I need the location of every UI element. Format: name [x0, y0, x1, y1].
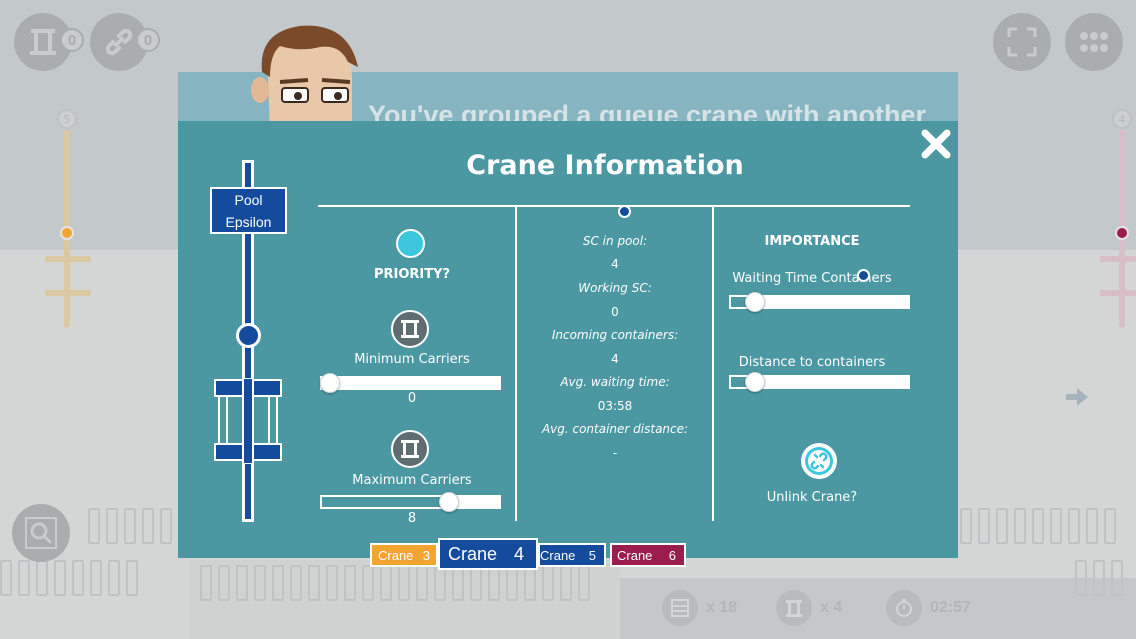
right-crane-marker[interactable]	[1115, 226, 1129, 240]
stat-label: SC in pool:	[582, 234, 648, 248]
pool-label-line2: Epsilon	[225, 214, 272, 230]
panel-title: Crane Information	[466, 150, 744, 181]
title-divider	[318, 205, 910, 207]
unlink-icon	[805, 447, 833, 475]
slider-knob[interactable]	[320, 373, 340, 393]
zoom-button[interactable]	[12, 504, 70, 562]
column-divider	[515, 207, 517, 521]
stat-label: Avg. waiting time:	[560, 375, 670, 389]
menu-grid-button[interactable]	[1065, 13, 1123, 71]
fullscreen-icon	[1007, 27, 1037, 57]
maximum-carriers-slider[interactable]	[320, 492, 501, 512]
fullscreen-button[interactable]	[993, 13, 1051, 71]
crane-tab-number: 4	[513, 543, 524, 564]
right-track-number: 4	[1112, 109, 1132, 129]
crane-tab-3[interactable]: Crane 3	[370, 543, 438, 567]
stat-value: 0	[611, 305, 619, 319]
close-icon	[921, 129, 951, 159]
unlink-crane-label[interactable]: Unlink Crane?	[766, 490, 858, 505]
stopwatch-icon	[886, 590, 922, 626]
crane-tab-label: Crane	[540, 547, 576, 563]
crane-tab-number: 6	[668, 547, 676, 563]
waiting-time-slider[interactable]	[729, 292, 910, 312]
zoom-icon	[25, 517, 57, 549]
stat-label: Incoming containers:	[551, 328, 679, 342]
column-marker	[857, 269, 870, 282]
containers-count: x 18	[706, 599, 738, 616]
minimum-carriers-label: Minimum Carriers	[354, 352, 470, 367]
stat-value: -	[612, 446, 618, 460]
stat-value: 03:58	[597, 399, 633, 413]
yard-containers	[88, 508, 172, 544]
stat-label: Avg. container distance:	[541, 422, 689, 436]
pool-label: Pool Epsilon	[210, 187, 287, 234]
cranes-counter: x 4	[776, 590, 842, 626]
waiting-time-label: Waiting Time Containers	[732, 271, 892, 286]
left-crane-bar	[45, 256, 91, 262]
cranes-count: x 4	[820, 599, 843, 616]
stat-value: 4	[611, 352, 619, 366]
containers-counter: x 18	[662, 590, 737, 626]
advisor-avatar	[251, 25, 358, 132]
yard-containers	[200, 565, 590, 601]
slider-fill	[731, 297, 751, 307]
maximum-carriers-label: Maximum Carriers	[352, 473, 472, 488]
crane-tab-number: 3	[422, 547, 430, 563]
maximum-carriers-value: 8	[407, 511, 417, 526]
slider-knob[interactable]	[745, 372, 765, 392]
unlink-crane-button[interactable]	[801, 443, 837, 479]
stat-label: Working SC:	[578, 281, 652, 295]
arrow-right-icon	[1066, 388, 1088, 406]
column-divider	[712, 207, 714, 521]
bottom-hud-bar	[620, 578, 1136, 639]
pool-label-line1: Pool	[234, 192, 263, 208]
left-crane-marker[interactable]	[60, 226, 74, 240]
link-count-badge: 0	[136, 28, 160, 52]
tutorial-text: You've grouped a queue crane with anothe…	[368, 100, 927, 122]
slider-fill	[731, 377, 751, 387]
crane-tab-label: Crane	[448, 543, 498, 564]
crane-tab-6[interactable]: Crane 6	[610, 543, 686, 567]
crane-diagram-icon	[214, 378, 282, 464]
yard-containers	[1075, 560, 1123, 596]
carrier-icon	[391, 430, 429, 468]
pool-crane-knob[interactable]	[236, 323, 261, 348]
containers-icon	[662, 590, 698, 626]
minimum-carriers-value: 0	[407, 391, 417, 406]
crane-tab-label: Crane	[617, 547, 653, 563]
crane-tab-number: 5	[588, 547, 596, 563]
priority-indicator[interactable]	[396, 229, 425, 258]
right-crane-bar	[1100, 256, 1136, 262]
yard-containers	[0, 560, 138, 596]
crane-tab-5[interactable]: Crane 5	[538, 543, 606, 567]
right-crane-bar	[1100, 290, 1136, 296]
left-track-number: 5	[57, 109, 77, 129]
slider-knob[interactable]	[439, 492, 459, 512]
crane-icon	[776, 590, 812, 626]
game-timer: 02:57	[886, 590, 971, 626]
yard-containers	[960, 508, 1116, 544]
carrier-icon	[391, 310, 429, 348]
slider-fill	[322, 497, 445, 507]
distance-slider[interactable]	[729, 372, 910, 392]
stat-value: 4	[611, 257, 619, 271]
close-button[interactable]	[918, 126, 954, 162]
crane-icon	[30, 29, 56, 55]
left-crane-bar	[45, 290, 91, 296]
importance-label: IMPORTANCE	[764, 234, 860, 249]
link-icon	[105, 28, 133, 56]
grid-menu-icon	[1080, 32, 1108, 52]
timer-value: 02:57	[930, 599, 971, 616]
priority-label[interactable]: PRIORITY?	[373, 267, 451, 282]
minimum-carriers-slider[interactable]	[320, 373, 501, 393]
crane-tab-4[interactable]: Crane 4	[438, 538, 538, 570]
column-marker	[618, 205, 631, 218]
slider-knob[interactable]	[745, 292, 765, 312]
crane-count-badge: 0	[60, 28, 84, 52]
distance-label: Distance to containers	[738, 355, 886, 370]
crane-tab-label: Crane	[378, 547, 414, 563]
crane-information-panel	[178, 121, 958, 558]
